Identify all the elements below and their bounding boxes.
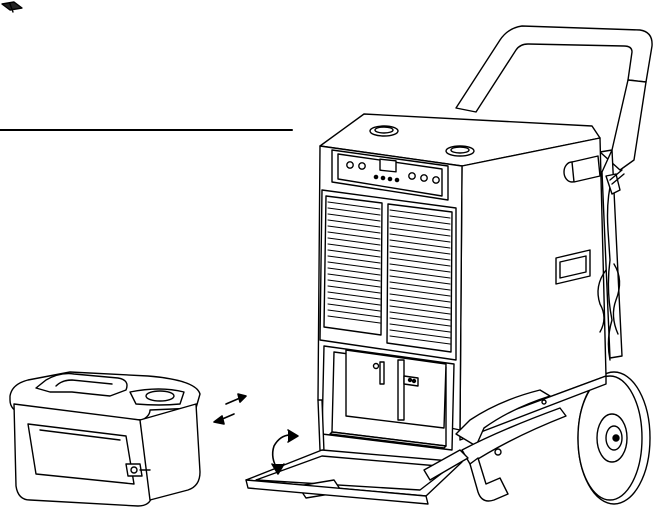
rear-wheel xyxy=(577,371,651,505)
water-tank xyxy=(9,371,201,507)
grille-louvers-right xyxy=(389,209,451,345)
trolley-frame xyxy=(423,389,567,502)
arrow-rotate-icon xyxy=(271,429,299,475)
handle-knob xyxy=(563,155,601,183)
grille-louvers-left xyxy=(327,201,381,324)
power-plug-icon xyxy=(605,169,625,195)
screw-icon xyxy=(1,1,23,13)
power-cable xyxy=(597,177,621,361)
open-door-flap xyxy=(245,449,463,505)
arrow-slide-icon xyxy=(213,393,247,425)
tank-cavity xyxy=(321,345,455,451)
